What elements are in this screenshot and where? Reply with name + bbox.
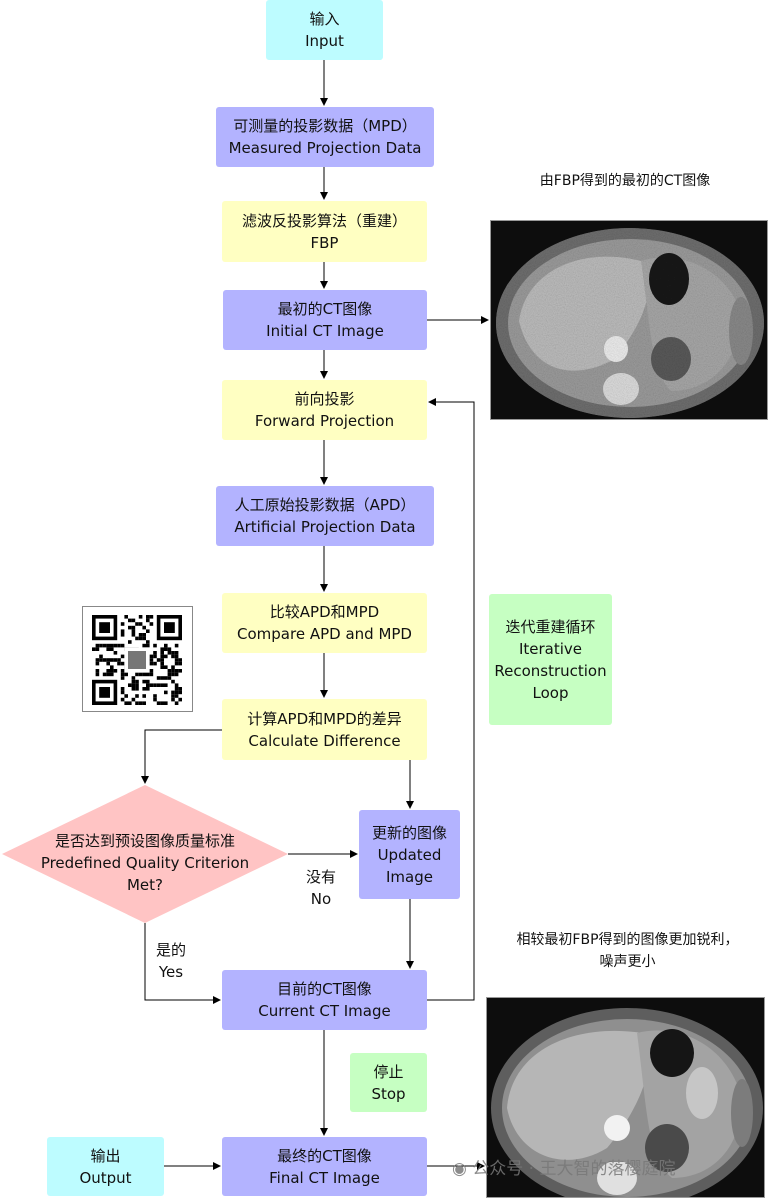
mpd-node-zh: 可测量的投影数据（MPD） xyxy=(233,117,417,135)
compare-node: 比较APD和MPD Compare APD and MPD xyxy=(222,593,427,653)
updated-en1: Updated xyxy=(377,845,442,864)
apd-node: 人工原始投影数据（APD） Artificial Projection Data xyxy=(216,486,434,546)
watermark: ◉ 公众号 · 王大智的落樱庭院 xyxy=(452,1154,675,1179)
fbp-node-zh: 滤波反投影算法（重建） xyxy=(241,211,407,230)
stop-zh: 停止 xyxy=(373,1062,404,1081)
current-ct-node: 目前的CT图像 Current CT Image xyxy=(222,970,427,1030)
final-ct-scan-image xyxy=(486,997,765,1198)
arrow-difference-criterion xyxy=(141,729,222,784)
initial-ct-scan-image xyxy=(490,220,768,420)
updated-image-node: 更新的图像 Updated Image xyxy=(359,810,460,899)
compare-node-zh: 比较APD和MPD xyxy=(269,603,380,621)
loop-en2: Reconstruction xyxy=(494,661,607,680)
input-node: 输入 Input xyxy=(266,0,383,60)
output-zh: 输出 xyxy=(90,1146,121,1165)
initial-ct-scan-graphic xyxy=(491,221,767,419)
initial-ct-node: 最初的CT图像 Initial CT Image xyxy=(223,290,427,350)
arrow-criterion-current xyxy=(144,923,221,1004)
stop-node: 停止 Stop xyxy=(350,1053,427,1112)
iterative-loop-node: 迭代重建循环 Iterative Reconstruction Loop xyxy=(489,594,612,725)
difference-node-zh: 计算APD和MPD的差异 xyxy=(247,709,402,728)
apd-node-en: Artificial Projection Data xyxy=(234,518,416,536)
criterion-diamond xyxy=(2,785,288,923)
difference-node-en: Calculate Difference xyxy=(248,731,401,750)
edge-label-yes: 是的 Yes xyxy=(146,939,196,983)
watermark-text: 公众号 · 王大智的落樱庭院 xyxy=(472,1159,676,1179)
final-image-caption-line2: 噪声更小 xyxy=(599,954,656,970)
edge-label-no-zh: 没有 xyxy=(305,868,336,886)
final-ct-node: 最终的CT图像 Final CT Image xyxy=(222,1137,427,1196)
arrow-loop-back xyxy=(427,398,475,1001)
loop-en1: Iterative xyxy=(518,639,583,658)
final-image-caption-line1: 相较最初FBP得到的图像更加锐利， xyxy=(516,932,739,948)
input-node-en: Input xyxy=(305,32,344,50)
edge-label-no: 没有 No xyxy=(296,866,346,910)
loop-en3: Loop xyxy=(532,683,569,702)
fbp-node: 滤波反投影算法（重建） FBP xyxy=(222,201,427,262)
criterion-node-text: 是否达到预设图像质量标准 Predefined Quality Criterio… xyxy=(30,830,260,896)
updated-zh: 更新的图像 xyxy=(371,823,447,842)
loop-zh: 迭代重建循环 xyxy=(505,617,596,636)
initial-image-caption: 由FBP得到的最初的CT图像 xyxy=(539,173,711,189)
forward-projection-zh: 前向投影 xyxy=(294,390,355,408)
output-node: 输出 Output xyxy=(47,1137,164,1196)
mpd-node-en: Measured Projection Data xyxy=(228,139,422,157)
criterion-zh: 是否达到预设图像质量标准 xyxy=(54,832,235,850)
output-en: Output xyxy=(79,1168,132,1187)
difference-node: 计算APD和MPD的差异 Calculate Difference xyxy=(222,699,427,760)
current-ct-en: Current CT Image xyxy=(258,1002,391,1020)
edge-label-yes-en: Yes xyxy=(158,963,184,981)
final-ct-en: Final CT Image xyxy=(269,1168,380,1187)
final-ct-zh: 最终的CT图像 xyxy=(277,1146,372,1165)
stop-en: Stop xyxy=(371,1084,406,1103)
final-ct-scan-graphic xyxy=(487,998,764,1197)
edge-label-yes-zh: 是的 xyxy=(155,941,186,959)
wechat-icon: ◉ xyxy=(452,1159,467,1179)
compare-node-en: Compare APD and MPD xyxy=(237,625,412,643)
current-ct-zh: 目前的CT图像 xyxy=(277,980,372,998)
initial-ct-node-zh: 最初的CT图像 xyxy=(277,300,373,318)
mpd-node: 可测量的投影数据（MPD） Measured Projection Data xyxy=(216,107,434,167)
input-node-zh: 输入 xyxy=(309,10,340,28)
fbp-node-en: FBP xyxy=(310,233,339,252)
criterion-en1: Predefined Quality Criterion xyxy=(40,854,250,872)
qr-code xyxy=(82,606,193,712)
apd-node-zh: 人工原始投影数据（APD） xyxy=(234,496,416,514)
edge-label-no-en: No xyxy=(310,890,332,908)
qr-code-graphic xyxy=(92,615,182,705)
initial-ct-node-en: Initial CT Image xyxy=(266,322,384,340)
forward-projection-en: Forward Projection xyxy=(254,412,395,430)
forward-projection-node: 前向投影 Forward Projection xyxy=(222,380,427,440)
updated-en2: Image xyxy=(386,867,433,886)
criterion-en2: Met? xyxy=(126,876,163,894)
